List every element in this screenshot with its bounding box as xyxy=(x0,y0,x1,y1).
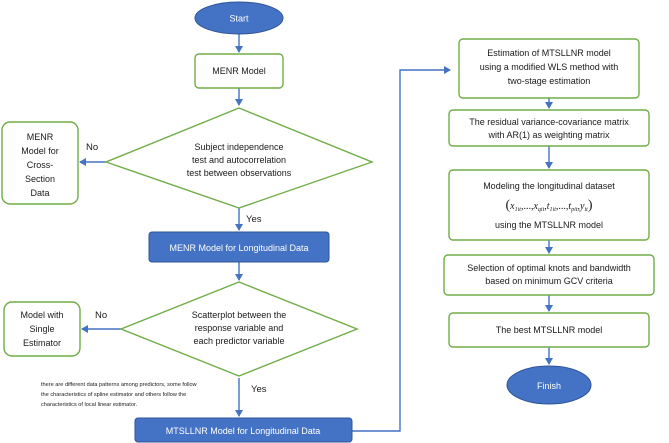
decision2-line-3: each predictor variable xyxy=(193,336,284,346)
modeling-line-2: using the MTSLLNR model xyxy=(495,220,603,230)
selection-node: Selection of optimal knots and bandwidth… xyxy=(443,254,655,296)
decision2-line-1: Scatterplot between the xyxy=(192,310,287,320)
menr-cross-line-1: MENR xyxy=(27,132,54,142)
pattern-note-line-2: the characteristics of spline estimator … xyxy=(41,392,186,398)
decision2-line-2: response variable and xyxy=(195,323,284,333)
edge-mtsllnr-estimation xyxy=(352,66,451,432)
modeling-formula: (x1it,...,xqit,t1it,...,tpit,yit) xyxy=(506,198,593,213)
start-node: Start xyxy=(194,1,284,35)
estimation-node: Estimation of MTSLLNR model using a modi… xyxy=(458,38,640,99)
finish-node: Finish xyxy=(506,365,592,405)
pattern-note-line-3: characteristics of local linear estimato… xyxy=(41,402,138,408)
menr-cross-line-4: Section xyxy=(25,174,55,184)
menr-cross-line-3: Cross- xyxy=(27,160,54,170)
residual-line-1: The residual variance-covariance matrix xyxy=(469,117,629,127)
decision1-line-3: test between observations xyxy=(187,168,292,178)
selection-line-2: based on minimum GCV criteria xyxy=(485,276,613,286)
residual-matrix-node: The residual variance-covariance matrix … xyxy=(448,109,650,147)
menr-cross-section-node: MENR Model for Cross- Section Data xyxy=(1,121,79,205)
menr-cross-line-2: Model for xyxy=(21,146,59,156)
mtsllnr-longitudinal-node: MTSLLNR Model for Longitudinal Data xyxy=(134,417,353,443)
selection-line-1: Selection of optimal knots and bandwidth xyxy=(467,263,631,273)
menr-cross-line-5: Data xyxy=(30,188,49,198)
mtsllnr-long-label: MTSLLNR Model for Longitudinal Data xyxy=(166,426,321,436)
best-label: The best MTSLLNR model xyxy=(496,325,603,335)
decision1-line-1: Subject independence xyxy=(194,142,283,152)
connectors xyxy=(79,34,553,432)
decision1-line-2: test and autocorrelation xyxy=(192,155,286,165)
single-line-1: Model with xyxy=(20,310,63,320)
edge-label-no-1: No xyxy=(86,142,98,153)
estimation-line-2: using a modified WLS method with xyxy=(480,62,619,72)
finish-label: Finish xyxy=(537,381,561,391)
start-label: Start xyxy=(229,14,249,24)
edge-label-yes-1: Yes xyxy=(246,214,262,225)
modeling-node: Modeling the longitudinal dataset (x1it,… xyxy=(448,169,650,241)
menr-long-label: MENR Model for Longitudinal Data xyxy=(169,243,308,253)
menr-model-label: MENR Model xyxy=(212,66,266,76)
decision-independence: Subject independence test and autocorrel… xyxy=(104,107,374,209)
pattern-note: there are different data patterns among … xyxy=(41,382,198,408)
decision-scatterplot: Scatterplot between the response variabl… xyxy=(119,281,359,377)
single-estimator-node: Model with Single Estimator xyxy=(3,301,81,357)
menr-longitudinal-node: MENR Model for Longitudinal Data xyxy=(148,231,330,263)
estimation-line-3: two-stage estimation xyxy=(508,76,591,86)
modeling-line-1: Modeling the longitudinal dataset xyxy=(483,181,615,191)
estimation-line-1: Estimation of MTSLLNR model xyxy=(487,48,611,58)
edge-label-yes-2: Yes xyxy=(251,384,267,395)
single-line-3: Estimator xyxy=(23,338,61,348)
edge-label-no-2: No xyxy=(95,310,107,321)
best-model-node: The best MTSLLNR model xyxy=(448,312,650,348)
residual-line-2: with AR(1) as weighting matrix xyxy=(487,130,610,140)
pattern-note-line-1: there are different data patterns among … xyxy=(41,382,198,388)
single-line-2: Single xyxy=(29,324,54,334)
menr-model-node: MENR Model xyxy=(194,53,284,89)
